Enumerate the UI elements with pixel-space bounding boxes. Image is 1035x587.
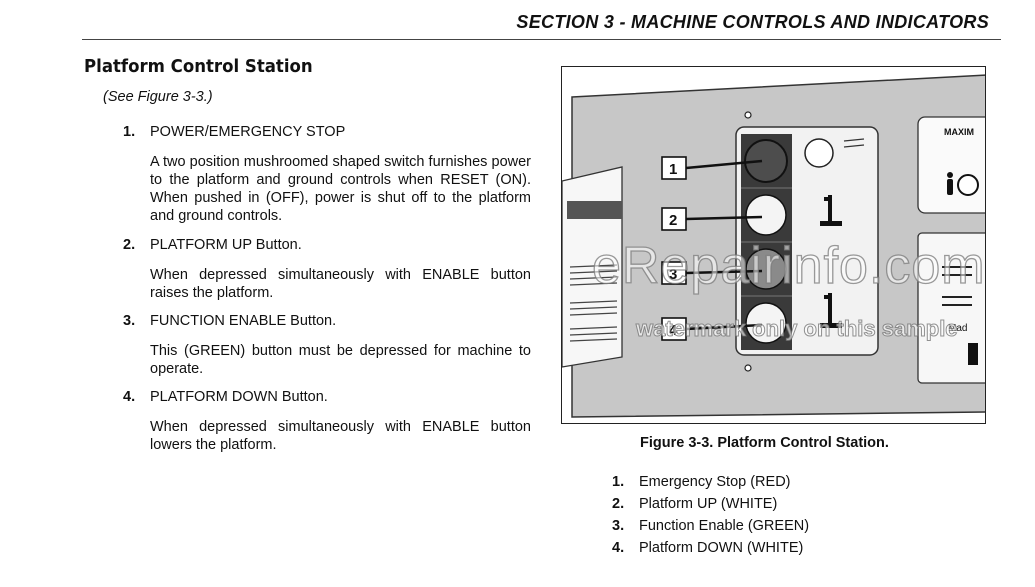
instruction-placard-text: Mad (948, 323, 967, 334)
capacity-placard-text: MAXIM (944, 127, 974, 137)
item-title: FUNCTION ENABLE Button. (150, 313, 337, 329)
indicator-light (804, 138, 834, 168)
page-heading: Platform Control Station (84, 56, 313, 77)
platform-up-symbol-icon (820, 195, 842, 226)
legend-item-3: 3. Function Enable (GREEN) (612, 518, 809, 534)
callout-label-2: 2 (669, 212, 677, 229)
mount-hole-top (744, 111, 752, 119)
callout-leader-4 (685, 323, 763, 331)
instruction-placard-lines (942, 266, 972, 306)
legend-label: Function Enable (GREEN) (639, 518, 810, 534)
header-rule (82, 39, 1001, 40)
legend-label: Platform UP (WHITE) (639, 496, 778, 512)
legend-number: 3. (612, 518, 625, 534)
callout-3: 3 (661, 261, 687, 285)
item-number: 2. (123, 237, 136, 253)
control-station-illustration: MAXIM Mad 1 2 3 (562, 74, 985, 418)
watermark-sub: watermark only on this sample (636, 316, 959, 342)
item-4-heading: 4. PLATFORM DOWN Button. (123, 389, 328, 405)
callout-4: 4 (661, 317, 687, 341)
legend-label: Emergency Stop (RED) (639, 474, 791, 490)
mount-hole-bottom (744, 364, 752, 372)
callout-label-3: 3 (669, 266, 677, 283)
item-2-description: When depressed simultaneously with ENABL… (150, 267, 531, 301)
platform-down-button[interactable] (745, 302, 787, 344)
figure-frame: MAXIM Mad 1 2 3 (561, 66, 986, 424)
legend-number: 2. (612, 496, 625, 512)
legend-item-1: 1. Emergency Stop (RED) (612, 474, 791, 490)
item-1-heading: 1. POWER/EMERGENCY STOP (123, 124, 345, 140)
callout-label-1: 1 (669, 161, 677, 178)
item-2-heading: 2. PLATFORM UP Button. (123, 237, 302, 253)
left-placard-lines (569, 264, 618, 342)
callout-leader-2 (685, 215, 763, 221)
callout-1: 1 (661, 156, 687, 180)
section-title: SECTION 3 - MACHINE CONTROLS AND INDICAT… (516, 12, 989, 32)
item-number: 3. (123, 313, 136, 329)
legend-item-2: 2. Platform UP (WHITE) (612, 496, 777, 512)
callout-leader-1 (685, 159, 763, 170)
item-3-description: This (GREEN) button must be depressed fo… (150, 343, 531, 377)
item-3-heading: 3. FUNCTION ENABLE Button. (123, 313, 336, 329)
callout-leader-3 (685, 269, 763, 275)
figure-caption: Figure 3-3. Platform Control Station. (640, 435, 889, 451)
indicator-marks (843, 138, 865, 148)
emergency-stop-button[interactable] (744, 139, 788, 183)
callout-2: 2 (661, 207, 687, 231)
legend-number: 1. (612, 474, 625, 490)
item-title: POWER/EMERGENCY STOP (150, 124, 346, 140)
person-icon (947, 172, 953, 195)
item-1-description: A two position mushroomed shaped switch … (150, 154, 531, 224)
item-4-description: When depressed simultaneously with ENABL… (150, 419, 531, 453)
legend-label: Platform DOWN (WHITE) (639, 540, 804, 556)
legend-item-4: 4. Platform DOWN (WHITE) (612, 540, 803, 556)
item-number: 4. (123, 389, 136, 405)
see-figure-note: (See Figure 3-3.) (103, 89, 213, 105)
watermark-main: eRepairinfo.com (591, 236, 986, 295)
callout-label-4: 4 (669, 322, 678, 339)
platform-down-symbol-icon (820, 293, 842, 328)
load-circle-icon (957, 174, 979, 196)
function-enable-button[interactable] (745, 248, 787, 290)
platform-up-button[interactable] (745, 194, 787, 236)
legend-number: 4. (612, 540, 625, 556)
item-title: PLATFORM DOWN Button. (150, 389, 328, 405)
item-title: PLATFORM UP Button. (150, 237, 302, 253)
item-number: 1. (123, 124, 136, 140)
left-placard-band (567, 201, 622, 219)
